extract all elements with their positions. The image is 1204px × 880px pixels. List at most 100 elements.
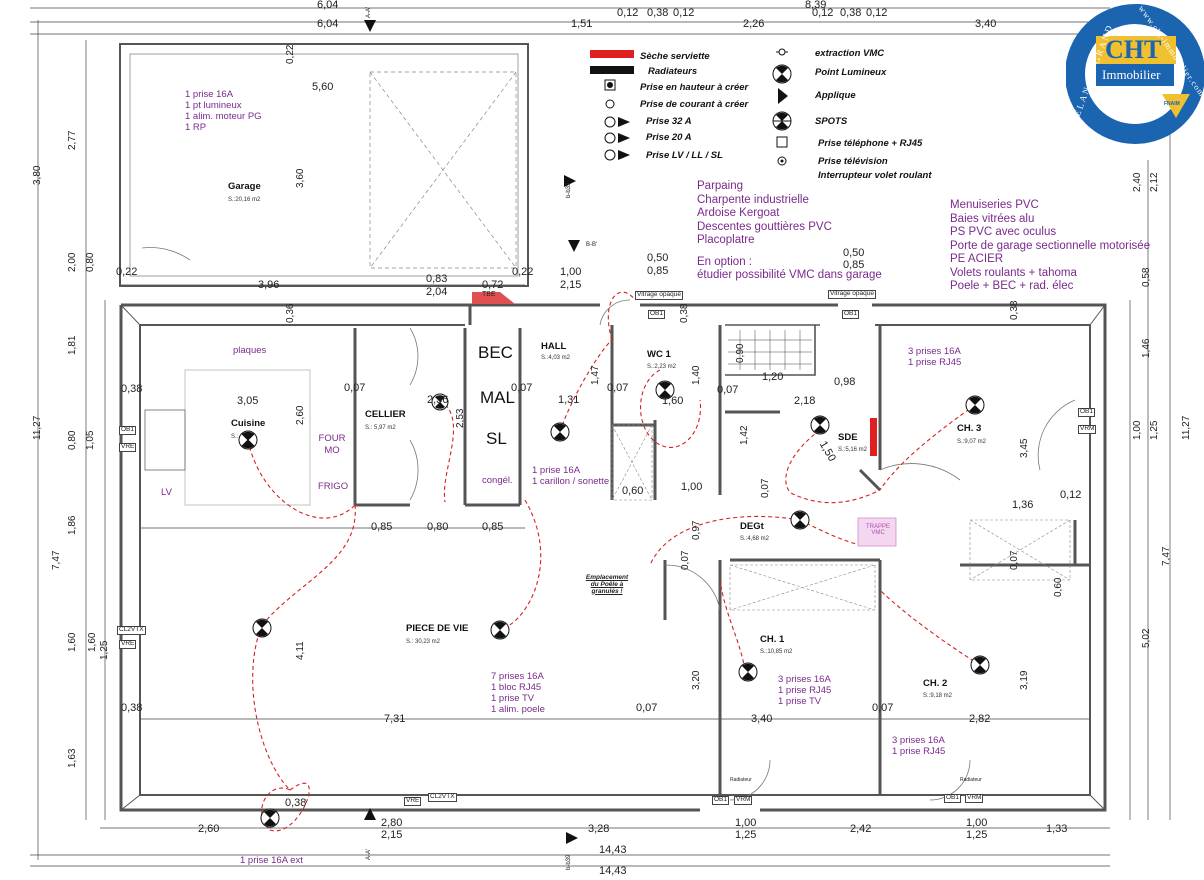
vdim-label: 0,97 [691, 520, 702, 540]
vdim-label: 3,45 [1019, 438, 1030, 458]
legend-label-lv: Prise LV / LL / SL [646, 150, 723, 161]
vdim-label: 0,22 [285, 44, 296, 64]
section-mark: B-B' [586, 242, 598, 248]
dim-label: 2,36 [427, 394, 449, 406]
dim-label: 0,60 [622, 485, 644, 497]
room-sde-name: SDE [838, 432, 858, 443]
vdim-label: 0,38 [1009, 300, 1020, 320]
vdim-label: 1,25 [1149, 420, 1160, 440]
dim-label: 7,31 [384, 713, 406, 725]
logo-graphic [1065, 4, 1204, 144]
dim-label: 3,40 [751, 713, 773, 725]
radiator-label-ch1: Radiateur [730, 777, 752, 783]
room-cuisine-name: Cuisine [231, 418, 266, 429]
dim-label: 0,80 [427, 521, 449, 533]
vdim-label: 0,80 [85, 252, 96, 272]
vdim-label: 0,58 [1141, 267, 1152, 287]
legend-label-light: Point Lumineux [815, 67, 887, 78]
vdim-label: 0,38 [679, 303, 690, 323]
ch2-notes: 3 prises 16A 1 prise RJ45 [892, 735, 945, 758]
dim-label: 2,04 [426, 286, 448, 298]
vdim-label: 1,47 [590, 365, 601, 385]
logo-sub: Immobilier [1102, 67, 1161, 82]
tbe-marker [472, 292, 515, 304]
vdim-label: 1,86 [67, 515, 78, 535]
vdim-label: 2,00 [67, 252, 78, 272]
ch3-notes: 3 prises 16A 1 prise RJ45 [908, 346, 961, 369]
fixture-lv: LV [161, 487, 172, 498]
legend-label-vmc: extraction VMC [815, 48, 885, 59]
dim-label: 6,04 [317, 0, 339, 11]
note-line: Menuiseries PVC [950, 199, 1039, 211]
dim-label: 0,12 [866, 7, 888, 19]
dim-label: 1,60 [662, 395, 684, 407]
vdim-label: 3,20 [691, 670, 702, 690]
note-line: Parpaing [697, 180, 744, 192]
note-line: étudier possibilité VMC dans garage [697, 269, 882, 282]
dim-label: 0,22 [116, 266, 138, 278]
vdim-label: 1,60 [87, 632, 98, 652]
vdim-label: 0,07 [680, 550, 691, 570]
towel-dryer [870, 418, 877, 456]
window-label: VRM [965, 794, 984, 803]
dim-label: 0,38 [840, 7, 862, 19]
fixture-four: FOUR MO [318, 433, 346, 457]
room-ch1-area: S.:10,85 m2 [760, 649, 793, 655]
legend-label-towel: Sèche serviette [640, 51, 710, 62]
window-label: OB1 [1078, 408, 1096, 417]
note-line: Placoplatre [697, 234, 755, 247]
trappe-vmc-box [857, 517, 897, 547]
dim-label: 0,12 [617, 7, 639, 19]
dim-label: 1,25 [966, 829, 988, 841]
dim-label: 2,18 [794, 395, 816, 407]
dim-label: 6,04 [317, 18, 339, 30]
note-line: PE ACIER [950, 253, 1004, 266]
room-hall-area: S.:4,03 m2 [541, 355, 571, 361]
room-ch3-area: S.:9,07 m2 [957, 439, 987, 445]
living-notes: 7 prises 16A 1 bloc RJ45 1 prise TV 1 al… [491, 671, 545, 716]
dim-label: 0,38 [647, 7, 669, 19]
dim-label: 1,51 [571, 18, 593, 30]
legend-label-high-outlet: Prise en hauteur à créer [640, 82, 749, 93]
note-line: Porte de garage sectionnelle motorisée [950, 239, 1151, 252]
note-line: Volets roulants + tahoma [950, 266, 1077, 279]
dim-label: 0,07 [344, 382, 366, 394]
dim-label: 2,15 [381, 829, 403, 841]
room-piece-name: PIECE DE VIE [406, 623, 469, 634]
note-line: 1 carillon / sonette [532, 475, 610, 487]
dim-label: 14,43 [599, 844, 627, 856]
dim-label: 0,85 [647, 265, 669, 277]
vitrage-label-right: Vitrage opaque [828, 290, 876, 299]
vdim-label: 4,11 [295, 641, 306, 660]
dim-label: 0,07 [636, 702, 658, 714]
fixture-bec: BEC [478, 343, 513, 362]
vdim-label: 3,60 [295, 168, 306, 188]
note-line: Poele + BEC + rad. élec [950, 280, 1074, 293]
note-line: 1 pt lumineux [185, 99, 242, 111]
logo-brand: CHT [1105, 35, 1162, 64]
dim-label: 0,38 [121, 702, 143, 714]
vdim-label: 1,42 [739, 425, 750, 445]
vdim-label: 2,40 [1132, 172, 1143, 192]
vdim-label: 7,47 [51, 550, 62, 570]
dim-label: 0,50 [843, 247, 865, 259]
note-line: Charpente industrielle [697, 193, 809, 206]
window-label: OB1 [944, 794, 962, 803]
section-arrows [364, 20, 580, 844]
finishes-notes: Menuiseries PVC Baies vitrées alu PS PVC… [950, 199, 1150, 294]
vdim-label: 0,60 [1053, 577, 1064, 597]
note-line: 3 prises 16A [908, 346, 961, 357]
vdim-label: 5,02 [1141, 628, 1152, 648]
dim-label: 3,28 [588, 823, 610, 835]
dim-label: 14,43 [599, 865, 627, 877]
vdim-label: 0,80 [67, 430, 78, 450]
note-line: 1 alim. poele [491, 703, 545, 715]
window-label: VRE [119, 640, 137, 649]
note-line: Descentes gouttières PVC [697, 220, 832, 233]
note-line: 1 RP [185, 121, 207, 133]
note-line: 1 prise 16A [185, 89, 234, 100]
room-ch3-name: CH. 3 [957, 423, 982, 434]
ch1-notes: 3 prises 16A 1 prise RJ45 1 prise TV [778, 674, 831, 708]
note-line: 1 bloc RJ45 [491, 681, 542, 693]
garage-notes: 1 prise 16A 1 pt lumineux 1 alim. moteur… [185, 89, 262, 134]
